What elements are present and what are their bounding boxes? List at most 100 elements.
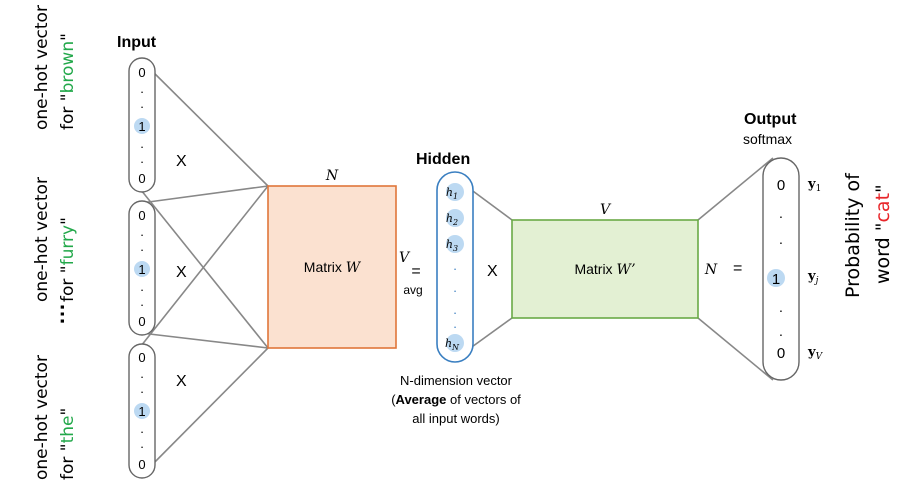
hidden-element-bg — [446, 235, 464, 253]
hidden-element-bg — [446, 183, 464, 201]
svg-text:word "cat": word "cat" — [872, 184, 894, 284]
output-subtitle: softmax — [743, 131, 792, 147]
side-label-the: one-hot vector for "the" — [32, 355, 78, 480]
hidden-caption-2: (Average of vectors of — [391, 392, 521, 407]
svg-text:one-hot vector: one-hot vector — [32, 5, 52, 130]
hidden-element-bg — [446, 209, 464, 227]
connector-line — [140, 185, 269, 204]
hidden-h2: h2 — [446, 212, 458, 227]
svg-text:for "furry": for "furry" — [58, 217, 78, 302]
connector-line — [140, 189, 269, 349]
output-y1: y1 — [807, 177, 821, 194]
hidden-vector — [436, 171, 474, 363]
times-sign: X — [487, 263, 498, 280]
dot: . — [779, 231, 783, 247]
svg-text:Probability of: Probability of — [842, 172, 864, 298]
svg-text:.: . — [140, 239, 144, 254]
svg-text:one-hot vector: one-hot vector — [32, 177, 52, 302]
hidden-title: Hidden — [416, 151, 470, 168]
highlight-one — [134, 118, 150, 134]
matrix-w-prime-side-dim: N — [704, 262, 718, 278]
matrix-w-prime-label: Matrix W’ — [574, 261, 635, 278]
svg-text:for "brown": for "brown" — [58, 33, 78, 130]
svg-text:.: . — [140, 81, 144, 96]
output-top: 0 — [777, 177, 785, 194]
output-one: 1 — [772, 271, 780, 288]
connector-line — [140, 332, 269, 349]
svg-text:.: . — [140, 421, 144, 436]
matrix-w-label: Matrix W — [304, 259, 362, 276]
hidden-hN: hN — [445, 337, 460, 352]
svg-text:.: . — [140, 151, 144, 166]
times-sign: X — [176, 153, 187, 170]
svg-text:for "the": for "the" — [58, 408, 78, 480]
dot: . — [453, 316, 457, 331]
input-vector-the: 0 . . 1 . . 0 — [128, 343, 156, 479]
matrix-w — [267, 185, 397, 349]
output-title: Output — [744, 111, 797, 128]
matrix-w-prime-top-dim: V — [600, 202, 612, 218]
svg-text:.: . — [140, 96, 144, 111]
times-sign: X — [176, 264, 187, 281]
highlight-one — [134, 261, 150, 277]
hidden-element-bg — [446, 334, 464, 352]
dot: . — [453, 302, 457, 317]
input-title: Input — [117, 34, 157, 51]
matrix-w-prime — [511, 219, 699, 319]
svg-text:1: 1 — [138, 404, 145, 419]
connector-line — [140, 59, 269, 187]
equals-sign: = — [411, 263, 420, 280]
output-yj: yj — [807, 269, 819, 286]
equals-sign: = — [733, 260, 742, 277]
hidden-caption-1: N-dimension vector — [400, 373, 513, 388]
dot: . — [453, 258, 457, 273]
svg-text:0: 0 — [138, 350, 145, 365]
ellipsis-vertical: … — [44, 303, 69, 325]
svg-text:.: . — [140, 436, 144, 451]
svg-text:1: 1 — [138, 262, 145, 277]
output-highlight — [767, 269, 785, 287]
hidden-h1: h1 — [446, 186, 458, 201]
svg-text:.: . — [140, 136, 144, 151]
matrix-w-top-dim: N — [325, 168, 339, 184]
connector-line — [140, 347, 269, 477]
svg-text:1: 1 — [138, 119, 145, 134]
svg-text:0: 0 — [138, 208, 145, 223]
svg-text:.: . — [140, 366, 144, 381]
svg-text:.: . — [140, 224, 144, 239]
matrix-w-side-dim: V — [399, 250, 411, 266]
avg-label: avg — [403, 283, 422, 297]
times-sign: X — [176, 373, 187, 390]
svg-text:one-hot vector: one-hot vector — [32, 355, 52, 480]
output-vector — [762, 157, 800, 381]
hidden-h3: h3 — [446, 238, 458, 253]
side-label-brown: one-hot vector for "brown" — [32, 5, 78, 130]
svg-text:0: 0 — [138, 314, 145, 329]
output-bottom: 0 — [777, 345, 785, 362]
input-vector-furry: 0 . . 1 . . 0 — [128, 200, 156, 336]
dot: . — [779, 323, 783, 339]
svg-text:…: … — [44, 303, 69, 325]
connector-line — [140, 185, 269, 347]
svg-text:0: 0 — [138, 171, 145, 186]
highlight-one — [134, 403, 150, 419]
connector-line — [697, 317, 774, 381]
hidden-highlights — [446, 183, 464, 352]
output-yV: yV — [807, 345, 824, 362]
side-label-furry: one-hot vector for "furry" — [32, 177, 78, 302]
dot: . — [779, 205, 783, 221]
output-side-label: Probability of word "cat" — [842, 172, 894, 298]
dot: . — [453, 280, 457, 295]
svg-text:0: 0 — [138, 65, 145, 80]
svg-text:0: 0 — [138, 457, 145, 472]
svg-text:.: . — [140, 279, 144, 294]
svg-text:.: . — [140, 294, 144, 309]
dot: . — [779, 299, 783, 315]
svg-text:.: . — [140, 381, 144, 396]
hidden-caption-3: all input words) — [412, 411, 499, 426]
connector-line — [697, 157, 774, 221]
input-vector-brown: 0 . . 1 . . 0 — [128, 57, 156, 193]
connector-lines — [140, 59, 774, 477]
